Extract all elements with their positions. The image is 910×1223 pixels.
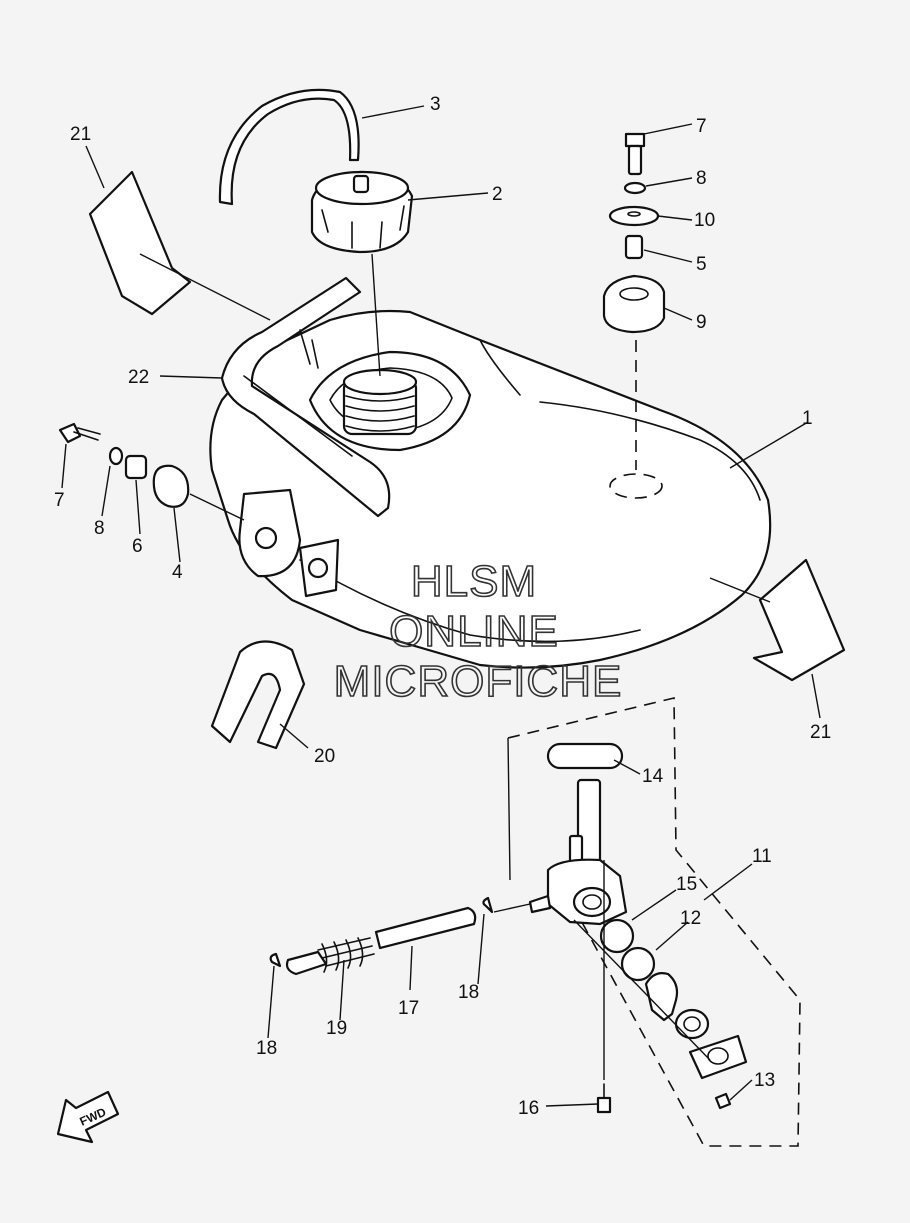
watermark-line-3: MICROFICHE [334,657,623,706]
callout-17: 17 [398,998,419,1019]
callout-13: 13 [754,1070,775,1091]
fuel-cock-assembly [507,696,801,1147]
callout-12: 12 [680,908,701,929]
mount-stack-left [58,422,245,521]
callout-3: 3 [430,94,441,115]
callout-8-left: 8 [94,518,105,539]
callout-7-right: 7 [696,116,707,137]
u-clip-20 [210,640,306,750]
callout-2: 2 [492,184,503,205]
callout-labels: 1 2 3 4 5 6 7 7 8 8 9 10 11 12 13 14 15 … [54,94,831,1119]
callout-1: 1 [802,408,813,429]
callout-5: 5 [696,254,707,275]
callout-20: 20 [314,746,335,767]
breather-hose [218,88,360,206]
callout-22: 22 [128,367,149,388]
watermark-line-2: ONLINE [389,607,559,656]
pad-21-right [709,558,846,682]
fuel-cap [310,170,414,377]
fuel-tank [209,309,772,669]
callout-19: 19 [326,1018,347,1039]
tank-guard [220,276,391,518]
fwd-arrow: FWD [56,1090,120,1144]
callout-11: 11 [752,846,772,867]
fuel-hose-parts [269,896,531,976]
callout-21-right: 21 [810,722,831,743]
callout-4: 4 [172,562,183,583]
callout-9: 9 [696,312,707,333]
pad-21-top [88,170,271,321]
callout-21-top: 21 [70,124,91,145]
callout-18-right: 18 [458,982,479,1003]
mount-stack-right [602,132,666,334]
callout-10: 10 [694,210,715,231]
callout-16: 16 [518,1098,539,1119]
callout-7-left: 7 [54,490,65,511]
callout-18-left: 18 [256,1038,277,1059]
callout-14: 14 [642,766,664,787]
callout-8-right: 8 [696,168,707,189]
leader-lines [61,105,821,1107]
watermark-line-1: HLSM [411,557,537,606]
watermark: HLSM ONLINE MICROFICHE [333,556,623,707]
callout-6: 6 [132,536,143,557]
callout-15: 15 [676,874,697,895]
